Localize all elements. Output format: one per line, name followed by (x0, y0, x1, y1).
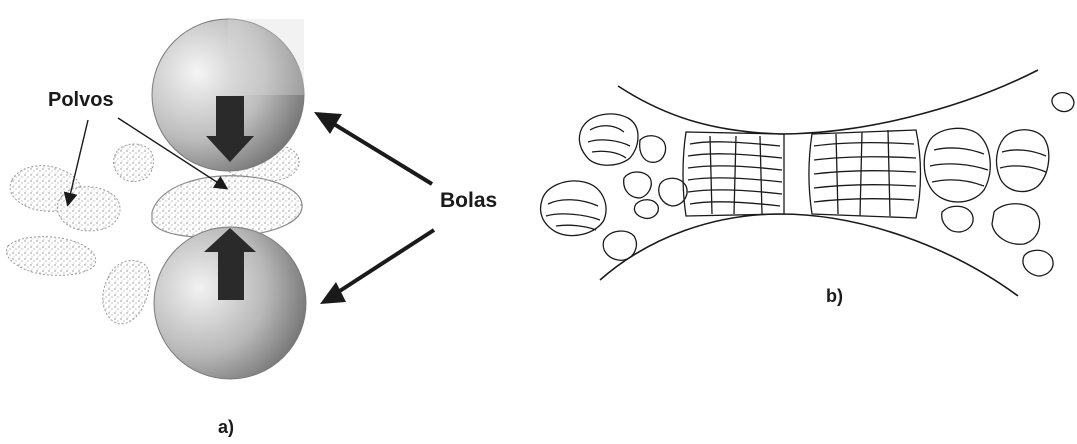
balls-arrow-bottom (332, 230, 434, 296)
particle (997, 130, 1049, 192)
compressed-particles (683, 130, 921, 218)
particle (1052, 93, 1074, 112)
particle (541, 181, 606, 236)
lower-ball-surface (600, 214, 1018, 296)
particle (992, 204, 1040, 245)
powder-particle (103, 260, 150, 323)
powder-particle (114, 144, 154, 181)
powders-label: Polvos (48, 89, 114, 112)
particle (1023, 250, 1053, 276)
top-ball-flat-face (228, 19, 304, 95)
particle (588, 126, 630, 158)
balls-arrowhead-top (314, 112, 342, 134)
balls-label: Bolas (440, 189, 497, 213)
particle (930, 148, 988, 186)
powder-particle (57, 187, 120, 231)
particle (640, 136, 666, 163)
panel-a-label: a) (218, 417, 234, 438)
balls-arrow-top (324, 118, 432, 184)
particle (624, 172, 652, 198)
balls-arrowhead-bottom (320, 282, 346, 304)
right-particles (924, 93, 1074, 276)
particle (942, 206, 973, 232)
panel-b-label: b) (826, 286, 843, 307)
particle (1000, 150, 1046, 172)
panel-b (541, 70, 1074, 296)
particle-layers (814, 143, 916, 202)
particle (603, 231, 636, 260)
balls-arrows (314, 112, 434, 304)
powder-particle (6, 237, 95, 276)
panel-a (6, 19, 306, 379)
particle (634, 200, 658, 219)
upper-ball-surface (618, 70, 1038, 134)
particle (546, 200, 600, 230)
